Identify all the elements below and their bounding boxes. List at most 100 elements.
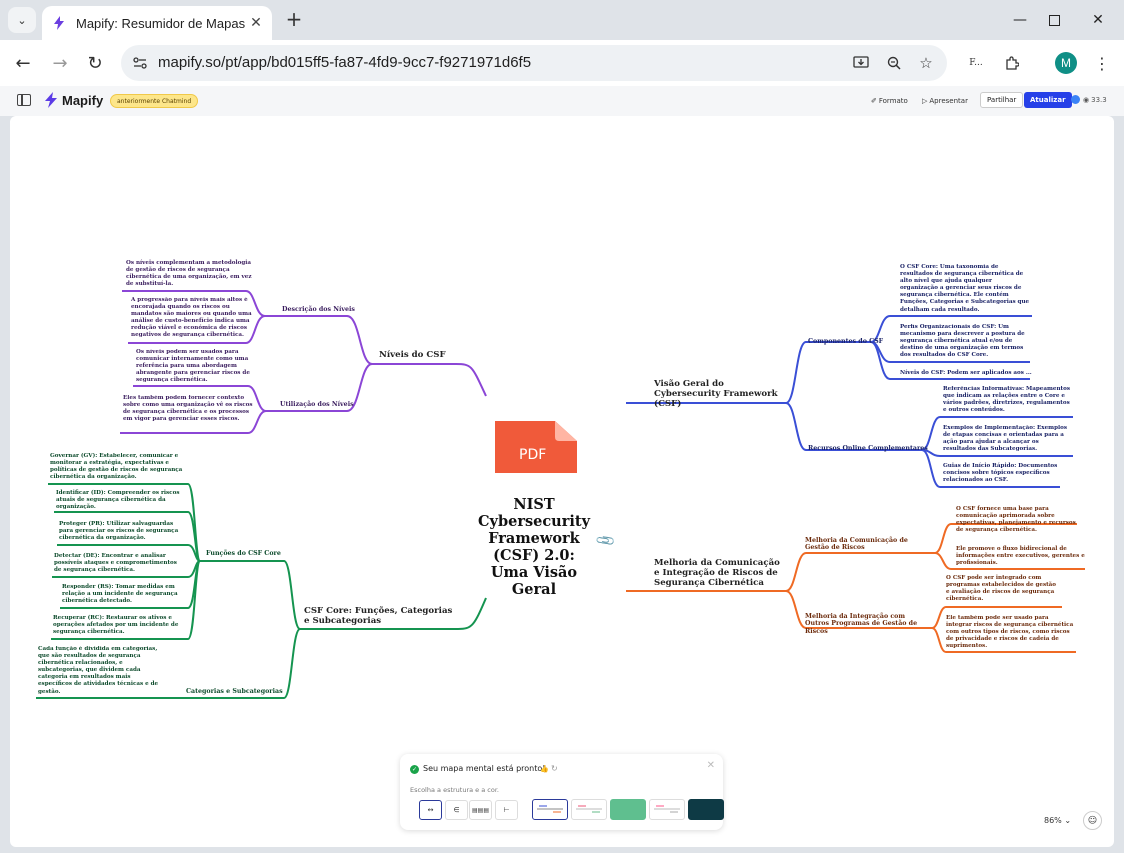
site-settings-icon[interactable] <box>129 52 151 74</box>
leaf-niveis-3[interactable]: Os níveis podem ser usados para comunica… <box>136 349 250 384</box>
branch-visao-geral[interactable]: Visão Geral do Cybersecurity Framework (… <box>654 379 778 409</box>
branch-melhoria[interactable]: Melhoria da Comunicação e Integração de … <box>654 558 780 588</box>
connector-niveis <box>372 363 487 397</box>
branch-csf-core[interactable]: CSF Core: Funções, Categorias e Subcateg… <box>304 606 453 626</box>
sub-categorias[interactable]: Categorias e Subcategorias <box>186 688 283 695</box>
browser-tab[interactable]: Mapify: Resumidor de Mapas Mentais ✕ <box>42 6 272 40</box>
credits-indicator[interactable]: ◉ 33.3 <box>1071 95 1107 104</box>
right-map-icon: ∈ <box>453 806 460 814</box>
extension-f-icon[interactable]: F... <box>969 58 983 68</box>
present-button[interactable]: ▷ Apresentar <box>922 94 968 108</box>
mind-map-connectors <box>36 290 1085 699</box>
zoom-control[interactable]: 86% ⌄ <box>1044 816 1072 825</box>
browser-toolbar: ← → ↻ mapify.so/pt/app/bd015ff5-fa87-4fd… <box>0 40 1124 86</box>
back-icon[interactable]: ← <box>15 52 31 74</box>
leaf-recursos-2[interactable]: Exemplos de Implementação: Exemplos de e… <box>943 425 1068 453</box>
format-button[interactable]: ✐ Formato <box>871 94 908 108</box>
leaf-melhoria-4[interactable]: Ele também pode ser usado para integrar … <box>946 615 1074 650</box>
panel-title: Seu mapa mental está pronto! <box>423 764 546 773</box>
refresh-icon[interactable]: ↻ <box>551 764 558 773</box>
leaf-categorias[interactable]: Cada função é dividida em categorias, qu… <box>38 646 159 695</box>
layout-org-chart-button[interactable]: ▤▤▤ <box>469 800 492 820</box>
leaf-melhoria-1[interactable]: O CSF fornece uma base para comunicação … <box>956 506 1076 534</box>
tab-search-button[interactable]: ⌄ <box>8 7 36 33</box>
reload-icon[interactable]: ↻ <box>87 52 103 74</box>
chevron-down-icon: ⌄ <box>17 13 27 27</box>
connector-core <box>300 597 487 630</box>
forward-icon[interactable]: → <box>52 52 68 74</box>
leaf-funcao-recuperar[interactable]: Recuperar (RC): Restaurar os ativos e op… <box>53 615 179 636</box>
tab-title: Mapify: Resumidor de Mapas Mentais <box>76 15 246 31</box>
layout-right-map-button[interactable]: ∈ <box>445 800 468 820</box>
leaf-niveis-4[interactable]: Eles também podem fornecer contexto sobr… <box>123 395 253 423</box>
leaf-niveis-1[interactable]: Os níveis complementam a metodologia de … <box>126 260 252 288</box>
leaf-recursos-1[interactable]: Referências Informativas: Mapeamentos qu… <box>943 386 1070 414</box>
address-bar[interactable]: mapify.so/pt/app/bd015ff5-fa87-4fd9-9cc7… <box>121 45 947 81</box>
sub-melhoria-integracao[interactable]: Melhoria da Integração com Outros Progra… <box>805 613 918 635</box>
mapify-logo-icon <box>45 92 57 108</box>
profile-avatar[interactable]: M <box>1055 52 1077 74</box>
tree-icon: ⊢ <box>503 806 510 814</box>
chat-help-icon[interactable]: ☺ <box>1083 811 1102 830</box>
color-theme-5[interactable] <box>688 799 724 820</box>
central-topic[interactable]: NIST Cybersecurity Framework (CSF) 2.0: … <box>478 496 590 598</box>
sub-componentes-csf[interactable]: Componentes do CSF <box>808 338 884 345</box>
update-button[interactable]: Atualizar <box>1024 92 1072 108</box>
color-theme-2[interactable] <box>571 799 607 820</box>
sub-utilizacao-niveis[interactable]: Utilização dos Níveis <box>280 401 354 408</box>
check-icon: ✓ <box>410 765 419 774</box>
leaf-funcao-identificar[interactable]: Identificar (ID): Compreender os riscos … <box>56 490 180 511</box>
chevron-down-icon: ⌄ <box>1064 816 1072 825</box>
close-panel-icon[interactable]: ✕ <box>706 760 715 771</box>
sub-descricao-niveis[interactable]: Descrição dos Níveis <box>282 306 355 313</box>
layout-picker-panel: ✓ Seu mapa mental está pronto! 👍 ↻ ✕ Esc… <box>400 754 724 830</box>
user-avatar-icon <box>1071 95 1080 104</box>
layout-mind-map-button[interactable]: ↔ <box>419 800 442 820</box>
leaf-melhoria-2[interactable]: Ele promove o fluxo bidirecional de info… <box>956 546 1085 567</box>
mapify-favicon-icon <box>54 16 64 30</box>
url-text: mapify.so/pt/app/bd015ff5-fa87-4fd9-9cc7… <box>158 54 532 71</box>
color-theme-1[interactable] <box>532 799 568 820</box>
close-window-icon[interactable]: ✕ <box>1092 12 1104 28</box>
chatmind-badge: anteriormente Chatmind <box>110 94 199 108</box>
connector-utilizacao <box>266 363 373 412</box>
leaf-recursos-3[interactable]: Guias de Início Rápido: Documentos conci… <box>943 463 1058 484</box>
sub-recursos-online[interactable]: Recursos Online Complementares <box>808 445 928 452</box>
maximize-icon[interactable] <box>1042 8 1066 32</box>
leaf-componentes-2[interactable]: Perfis Organizacionais do CSF: Um mecani… <box>900 324 1025 359</box>
svg-text:PDF: PDF <box>519 447 546 463</box>
sub-funcoes-core[interactable]: Funções do CSF Core <box>206 550 281 557</box>
more-menu-icon[interactable]: ⋮ <box>1094 53 1110 73</box>
mind-map-canvas[interactable]: PDF NIST Cybersecurity Framework (CSF) 2… <box>10 116 1114 847</box>
play-icon: ▷ <box>922 97 928 105</box>
zoom-icon[interactable] <box>883 52 905 74</box>
new-tab-button[interactable]: + <box>285 7 303 31</box>
leaf-melhoria-3[interactable]: O CSF pode ser integrado com programas e… <box>946 575 1057 603</box>
leaf-niveis-2[interactable]: A progressão para níveis mais altos é en… <box>131 297 252 339</box>
sidebar-toggle-icon[interactable] <box>17 94 31 106</box>
mind-map-icon: ↔ <box>427 806 434 814</box>
bookmark-star-icon[interactable]: ☆ <box>919 54 933 72</box>
pdf-file-icon[interactable]: PDF <box>491 419 579 475</box>
tab-strip: ⌄ Mapify: Resumidor de Mapas Mentais ✕ +… <box>0 0 1124 40</box>
leaf-componentes-1[interactable]: O CSF Core: Uma taxonomia de resultados … <box>900 264 1030 313</box>
branch-niveis[interactable]: Níveis do CSF <box>379 350 446 360</box>
leaf-funcao-governar[interactable]: Governar (GV): Estabelecer, comunicar e … <box>50 453 183 481</box>
layout-tree-button[interactable]: ⊢ <box>495 800 518 820</box>
like-icon[interactable]: 👍 <box>540 765 549 773</box>
leaf-componentes-3[interactable]: Níveis do CSF: Podem ser aplicados aos .… <box>900 370 1032 376</box>
org-chart-icon: ▤▤▤ <box>471 806 489 814</box>
leaf-funcao-responder[interactable]: Responder (RS): Tomar medidas em relação… <box>62 584 178 605</box>
leaf-funcao-proteger[interactable]: Proteger (PR): Utilizar salvaguardas par… <box>59 521 179 542</box>
sub-melhoria-comunicacao[interactable]: Melhoria da Comunicação de Gestão de Ris… <box>805 537 908 552</box>
mapify-logo[interactable]: Mapify <box>44 92 103 108</box>
close-tab-icon[interactable]: ✕ <box>250 15 262 31</box>
color-theme-3[interactable] <box>610 799 646 820</box>
share-button[interactable]: Partilhar <box>980 92 1024 108</box>
extensions-puzzle-icon[interactable] <box>1000 51 1024 75</box>
color-theme-4[interactable] <box>649 799 685 820</box>
coin-icon: ◉ <box>1083 95 1090 104</box>
minimize-icon[interactable]: — <box>1013 12 1027 28</box>
install-app-icon[interactable] <box>850 52 872 74</box>
leaf-funcao-detectar[interactable]: Detectar (DE): Encontrar e analisar poss… <box>54 553 177 574</box>
